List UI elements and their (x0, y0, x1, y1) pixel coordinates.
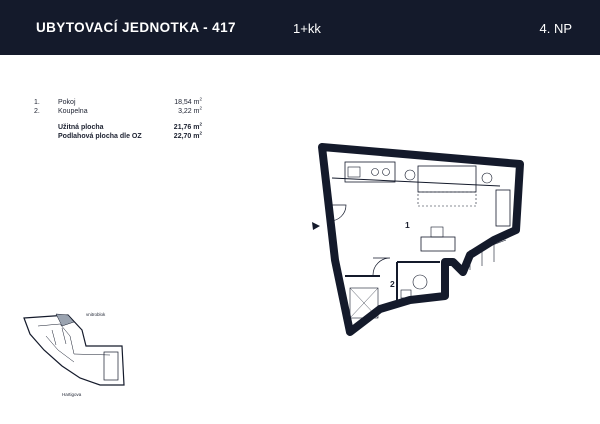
room-area: 3,22 m2 (178, 105, 202, 115)
total-name: Užitná plocha (58, 124, 104, 131)
desk (420, 236, 456, 252)
unit-highlight (55, 313, 75, 327)
room-area: 18,54 m2 (174, 96, 202, 106)
sofa (417, 165, 477, 193)
wardrobe (495, 189, 511, 227)
total-row: Podlahová plocha dle OZ 22,70 m2 (34, 130, 202, 141)
room-name: Koupelna (58, 108, 88, 115)
site-key-map: vnitroblok Hartigova (23, 312, 125, 397)
side-table (404, 169, 416, 181)
total-area: 21,76 m2 (173, 121, 202, 131)
sink (347, 166, 361, 178)
site-label-bottom: Hartigova (62, 392, 82, 397)
total-area: 22,70 m2 (173, 130, 202, 140)
room-label-1: 1 (405, 220, 410, 230)
partition-wall (331, 177, 501, 187)
entrance-door (329, 204, 347, 222)
shelf-units (465, 239, 507, 270)
room-number: 1. (34, 99, 40, 106)
bathroom-door (372, 257, 391, 276)
room-row: 1. Pokoj 18,54 m2 (34, 96, 202, 107)
shower-diagonal (349, 287, 379, 319)
site-label-top: vnitroblok (86, 312, 106, 317)
kitchen-counter (344, 161, 396, 183)
toilet (400, 289, 412, 299)
unit-layout: 1+kk (293, 21, 321, 36)
room-name: Pokoj (58, 99, 76, 106)
site-inner-edge (37, 323, 111, 363)
entrance-arrow (312, 222, 320, 230)
room-row: 2. Koupelna 3,22 m2 (34, 105, 202, 116)
cooktop (371, 168, 379, 176)
outer-wall (318, 143, 524, 336)
header-bar: UBYTOVACÍ JEDNOTKA - 417 1+kk 4. NP (0, 0, 600, 55)
side-table (481, 172, 493, 184)
shower (349, 287, 379, 319)
site-building (23, 314, 125, 386)
room-number: 2. (34, 108, 40, 115)
washbasin (412, 274, 428, 290)
room-schedule: 1. Pokoj 18,54 m2 2. Koupelna 3,22 m2 Už… (34, 96, 202, 141)
chair (430, 226, 444, 238)
site-block (103, 351, 119, 381)
cooktop (382, 168, 390, 176)
floor-label: 4. NP (539, 21, 572, 36)
unit-title: UBYTOVACÍ JEDNOTKA - 417 (36, 20, 236, 35)
total-name: Podlahová plocha dle OZ (58, 133, 142, 140)
shower-diagonal (349, 287, 379, 319)
room-label-2: 2 (390, 279, 395, 289)
total-row: Užitná plocha 21,76 m2 (34, 121, 202, 132)
bed-outline (417, 191, 477, 207)
